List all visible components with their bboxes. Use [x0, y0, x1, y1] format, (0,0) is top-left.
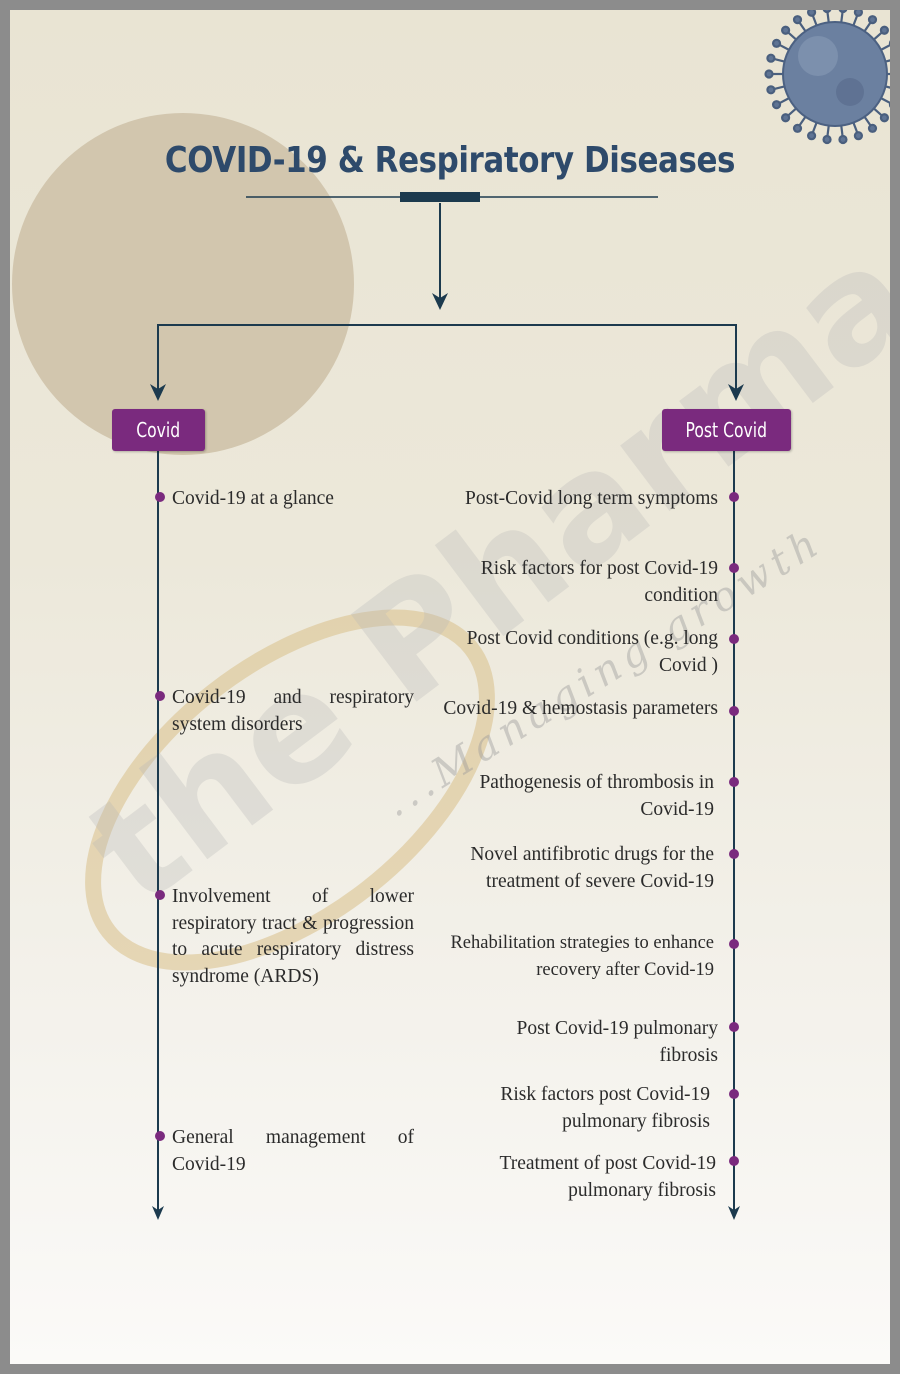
bullet-dot — [729, 492, 739, 502]
bullet-dot — [729, 634, 739, 644]
virus-illustration — [764, 10, 890, 145]
post-covid-item-rehabilitation: Rehabilitation strategies to enhance rec… — [450, 933, 714, 980]
bullet-dot — [729, 939, 739, 949]
bullet-dot — [155, 890, 165, 900]
bullet-dot — [729, 849, 739, 859]
bullet-dot — [729, 1022, 739, 1032]
post-covid-item-pulmonary-fibrosis: Post Covid-19 pulmonary fibrosis — [516, 1018, 718, 1066]
post-covid-item-fibrosis-risk-factors: Risk factors post Covid-19 pulmonary fib… — [500, 1084, 710, 1132]
down-arrow-icon — [728, 384, 744, 401]
down-arrow-icon — [432, 293, 448, 310]
bullet-dot — [729, 706, 739, 716]
covid-branch-label: Covid — [112, 409, 205, 451]
post-covid-branch-label: Post Covid — [662, 409, 791, 451]
post-covid-item-long-term-symptoms: Post-Covid long term symptoms — [465, 488, 718, 509]
post-covid-item-fibrosis-treatment: Treatment of post Covid-19 pulmonary fib… — [499, 1153, 716, 1201]
covid-item-glance: Covid-19 at a glance — [172, 488, 334, 509]
bullet-dot — [729, 777, 739, 787]
infographic-page: the Pharma 360 ...Managing growth COVID-… — [10, 10, 890, 1364]
bullet-dot — [729, 1089, 739, 1099]
post-covid-item-thrombosis: Pathogenesis of thrombosis in Covid-19 — [479, 772, 714, 820]
post-covid-item-hemostasis: Covid-19 & hemostasis parameters — [443, 698, 718, 719]
down-arrow-icon — [152, 1206, 164, 1220]
down-arrow-icon — [150, 384, 166, 401]
bullet-dot — [155, 1131, 165, 1141]
decorative-circle — [12, 113, 354, 455]
bullet-dot — [155, 691, 165, 701]
page-title: COVID-19 & Respiratory Diseases — [164, 140, 736, 181]
bullet-dot — [729, 563, 739, 573]
bullet-dot — [729, 1156, 739, 1166]
covid-item-management: General management of Covid-19 — [172, 1127, 414, 1175]
covid-item-ards: Involvement of lower respiratory tract &… — [172, 886, 414, 987]
post-covid-item-conditions: Post Covid conditions (e.g. long Covid ) — [466, 628, 718, 676]
covid-item-respiratory-disorders: Covid-19 and respiratory system disorder… — [172, 687, 414, 735]
down-arrow-icon — [728, 1206, 740, 1220]
post-covid-item-antifibrotic-drugs: Novel antifibrotic drugs for the treatme… — [470, 844, 714, 892]
post-covid-item-risk-factors: Risk factors for post Covid-19 condition — [480, 558, 718, 606]
bullet-dot — [155, 492, 165, 502]
flow-connectors — [150, 192, 744, 1220]
